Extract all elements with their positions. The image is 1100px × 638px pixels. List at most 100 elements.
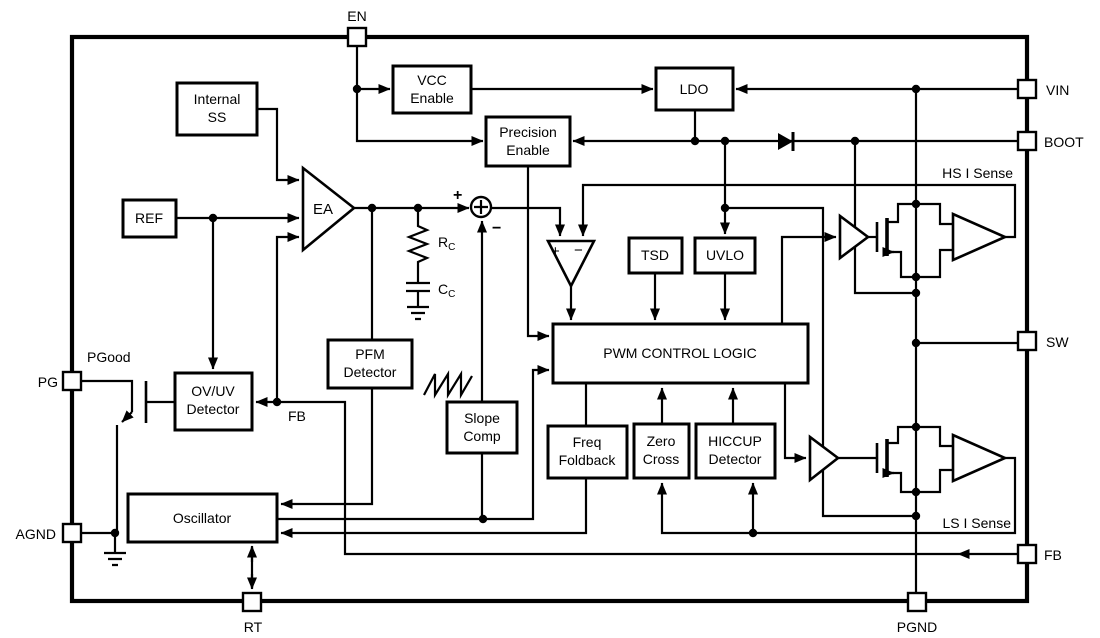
svg-text:Freq: Freq	[573, 434, 602, 450]
wire-pwm-hsdriver	[780, 232, 837, 324]
pin-vin	[1016, 78, 1038, 100]
block-precision-enable: Precision Enable	[484, 115, 572, 168]
chip-outline	[69, 34, 1030, 604]
pgood-fet-icon	[144, 381, 175, 423]
block-pwm-control-logic: PWM CONTROL LOGIC	[551, 322, 810, 385]
block-ldo: LDO	[654, 66, 735, 112]
sum-plus-label: +	[453, 187, 462, 204]
svg-text:Detector: Detector	[344, 364, 397, 380]
comparator-minus: −	[574, 242, 583, 259]
pin-label-agnd: AGND	[16, 526, 56, 542]
agnd-ground-icon	[104, 533, 126, 567]
label-rc: RC	[438, 234, 455, 253]
wire-pg-line	[80, 379, 134, 412]
compensation-network	[405, 208, 431, 321]
pin-label-pgnd: PGND	[897, 619, 937, 635]
wire-pwm-lsdriver	[783, 383, 807, 463]
block-hiccup-detector: HICCUP Detector	[694, 422, 777, 480]
svg-text:Enable: Enable	[410, 90, 454, 106]
pin-agnd	[61, 522, 83, 544]
block-tsd: TSD	[627, 236, 684, 275]
block-ovuv-detector: OV/UV Detector	[173, 371, 254, 432]
hs-sense-amp-icon	[951, 212, 1009, 262]
error-amp-icon	[301, 165, 357, 253]
pin-label-pg: PG	[38, 374, 58, 390]
svg-text:PFM: PFM	[355, 346, 385, 362]
pin-pg	[61, 370, 83, 392]
wire-boot-hsdriver	[853, 141, 916, 295]
wire-vcc-lsdriver	[725, 206, 916, 518]
svg-text:Oscillator: Oscillator	[173, 510, 232, 526]
diode-icon	[778, 132, 795, 151]
pin-label-en: EN	[347, 8, 366, 24]
error-amp-label: EA	[313, 201, 333, 218]
svg-text:LDO: LDO	[680, 81, 709, 97]
block-oscillator: Oscillator	[126, 492, 279, 544]
wire-pfm-osc	[280, 388, 374, 509]
comparator-plus: +	[551, 243, 560, 260]
block-zero-cross: Zero Cross	[632, 422, 691, 480]
svg-text:OV/UV: OV/UV	[191, 383, 235, 399]
wire-hs-sense-comp	[578, 183, 1017, 239]
ls-sense-inputs	[916, 425, 953, 494]
wire-fb-net	[255, 397, 958, 556]
block-uvlo: UVLO	[693, 236, 757, 275]
block-slope-comp: Slope Comp	[445, 400, 519, 455]
pin-label-vin: VIN	[1046, 82, 1069, 98]
pin-label-fb: FB	[1044, 547, 1062, 563]
junction-dots	[110, 84, 921, 538]
wire-pg-fet-arrow	[121, 410, 134, 423]
block-internal-ss: Internal SS	[175, 81, 259, 137]
ls-sense-amp-icon	[951, 433, 1009, 483]
wire-foldback-osc	[280, 478, 588, 538]
svg-text:Precision: Precision	[499, 124, 557, 140]
net-label-hs-i-sense: HS I Sense	[942, 165, 1013, 181]
svg-text:REF: REF	[135, 210, 163, 226]
svg-text:HICCUP: HICCUP	[708, 433, 762, 449]
pin-label-boot: BOOT	[1044, 134, 1084, 150]
svg-text:Foldback: Foldback	[559, 452, 617, 468]
block-freq-foldback: Freq Foldback	[546, 424, 629, 480]
label-cc: CC	[438, 281, 455, 300]
net-label-ls-i-sense: LS I Sense	[943, 515, 1012, 531]
svg-text:Slope: Slope	[464, 410, 500, 426]
svg-text:VCC: VCC	[417, 72, 447, 88]
svg-text:Internal: Internal	[194, 91, 241, 107]
capacitor-cc-icon	[406, 281, 430, 307]
svg-text:UVLO: UVLO	[706, 247, 744, 263]
svg-text:Detector: Detector	[187, 401, 240, 417]
svg-text:PWM CONTROL LOGIC: PWM CONTROL LOGIC	[603, 345, 757, 361]
ground-icon	[407, 305, 429, 321]
sum-minus-label: −	[492, 220, 501, 237]
sawtooth-icon	[423, 370, 473, 400]
net-label-pgood: PGood	[87, 349, 131, 365]
pwm-comparator-icon	[545, 239, 597, 289]
summing-node-icon	[469, 195, 493, 219]
ls-fet-icon	[875, 425, 916, 494]
svg-text:SS: SS	[208, 109, 227, 125]
pin-en	[346, 26, 368, 48]
net-label-fb: FB	[288, 408, 306, 424]
wires	[80, 46, 1018, 593]
block-vcc-enable: VCC Enable	[391, 64, 473, 115]
pin-rt	[241, 591, 263, 613]
pin-pgnd	[906, 591, 928, 613]
svg-text:Detector: Detector	[709, 451, 762, 467]
pin-boot	[1016, 130, 1038, 152]
wire-ss-ea	[257, 107, 300, 185]
block-ref: REF	[121, 198, 178, 239]
hs-fet-icon	[875, 202, 916, 279]
block-pfm-detector: PFM Detector	[326, 338, 414, 390]
svg-text:Comp: Comp	[463, 428, 501, 444]
pin-label-sw: SW	[1046, 334, 1069, 350]
wire-precision-pwm	[526, 166, 550, 341]
svg-text:Enable: Enable	[506, 142, 550, 158]
hs-sense-inputs	[916, 202, 953, 279]
wire-en-precision	[355, 46, 484, 146]
svg-text:TSD: TSD	[641, 247, 669, 263]
wire-osc-pwm	[277, 365, 550, 521]
svg-text:Zero: Zero	[647, 433, 676, 449]
resistor-rc-icon	[405, 208, 431, 283]
